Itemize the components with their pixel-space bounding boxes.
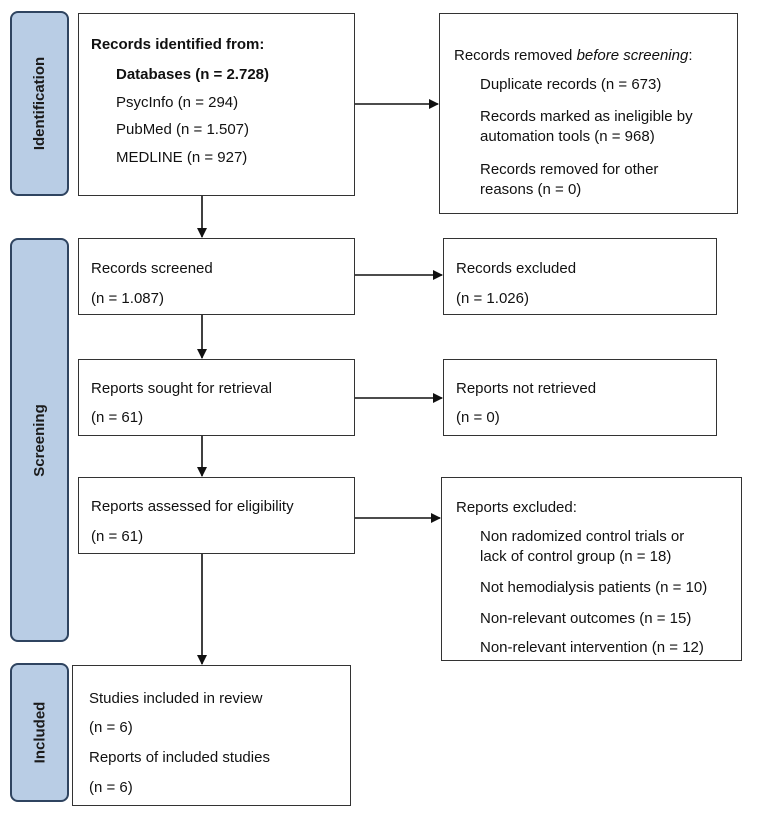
databases-count: Databases (n = 2.728): [116, 66, 269, 83]
reports-sought-count: (n = 61): [91, 409, 144, 426]
records-screened-label: Records screened: [91, 260, 213, 277]
pubmed-count: PubMed (n = 1.507): [116, 121, 250, 138]
records-excluded-box: Records excluded (n = 1.026): [443, 238, 717, 315]
excluded-intervention: Non-relevant intervention (n = 12): [480, 639, 704, 656]
phase-screening-label: Screening: [31, 403, 48, 477]
other-removed-line2: reasons (n = 0): [480, 181, 582, 198]
duplicate-records: Duplicate records (n = 673): [480, 76, 662, 93]
phase-identification: Identification: [10, 11, 69, 196]
included-studies-box: Studies included in review (n = 6) Repor…: [72, 665, 351, 806]
reports-not-retrieved-box: Reports not retrieved (n = 0): [443, 359, 717, 436]
ineligible-records-line2: automation tools (n = 968): [480, 128, 655, 145]
reports-assessed-count: (n = 61): [91, 528, 144, 545]
reports-assessed-label: Reports assessed for eligibility: [91, 498, 294, 515]
records-removed-box: Records removed before screening: Duplic…: [439, 13, 738, 214]
excluded-outcomes: Non-relevant outcomes (n = 15): [480, 610, 692, 627]
other-removed-line1: Records removed for other: [480, 161, 659, 178]
reports-sought-label: Reports sought for retrieval: [91, 380, 272, 397]
records-screened-count: (n = 1.087): [91, 290, 164, 307]
records-screened-box: Records screened (n = 1.087): [78, 238, 355, 315]
records-identified-heading: Records identified from:: [91, 36, 265, 53]
records-excluded-count: (n = 1.026): [456, 290, 529, 307]
studies-included-count: (n = 6): [89, 719, 133, 736]
records-excluded-label: Records excluded: [456, 260, 577, 277]
ineligible-records-line1: Records marked as ineligible by: [480, 108, 693, 125]
reports-assessed-box: Reports assessed for eligibility (n = 61…: [78, 477, 355, 554]
records-removed-heading-em: before screening: [576, 47, 689, 64]
excluded-rct-line1: Non radomized control trials or: [480, 528, 685, 545]
excluded-rct-line2: lack of control group (n = 18): [480, 548, 672, 565]
reports-not-retrieved-count: (n = 0): [456, 409, 500, 426]
records-removed-heading-post: :: [688, 47, 693, 64]
medline-count: MEDLINE (n = 927): [116, 149, 248, 166]
records-identified-box: Records identified from: Databases (n = …: [78, 13, 355, 196]
records-removed-heading: Records removed before screening:: [454, 46, 692, 65]
reports-not-retrieved-label: Reports not retrieved: [456, 380, 597, 397]
psycinfo-count: PsycInfo (n = 294): [116, 94, 239, 111]
excluded-hemodialysis: Not hemodialysis patients (n = 10): [480, 579, 708, 596]
studies-included-label: Studies included in review: [89, 690, 263, 707]
reports-excluded-box: Reports excluded: Non radomized control …: [441, 477, 742, 661]
reports-sought-box: Reports sought for retrieval (n = 61): [78, 359, 355, 436]
reports-included-label: Reports of included studies: [89, 749, 270, 766]
reports-included-count: (n = 6): [89, 779, 133, 796]
records-removed-heading-pre: Records removed: [454, 47, 577, 64]
phase-screening: Screening: [10, 238, 69, 642]
phase-included-label: Included: [31, 701, 49, 764]
phase-included: Included: [10, 663, 69, 802]
reports-excluded-heading: Reports excluded:: [456, 499, 577, 516]
phase-identification-label: Identification: [31, 56, 48, 151]
